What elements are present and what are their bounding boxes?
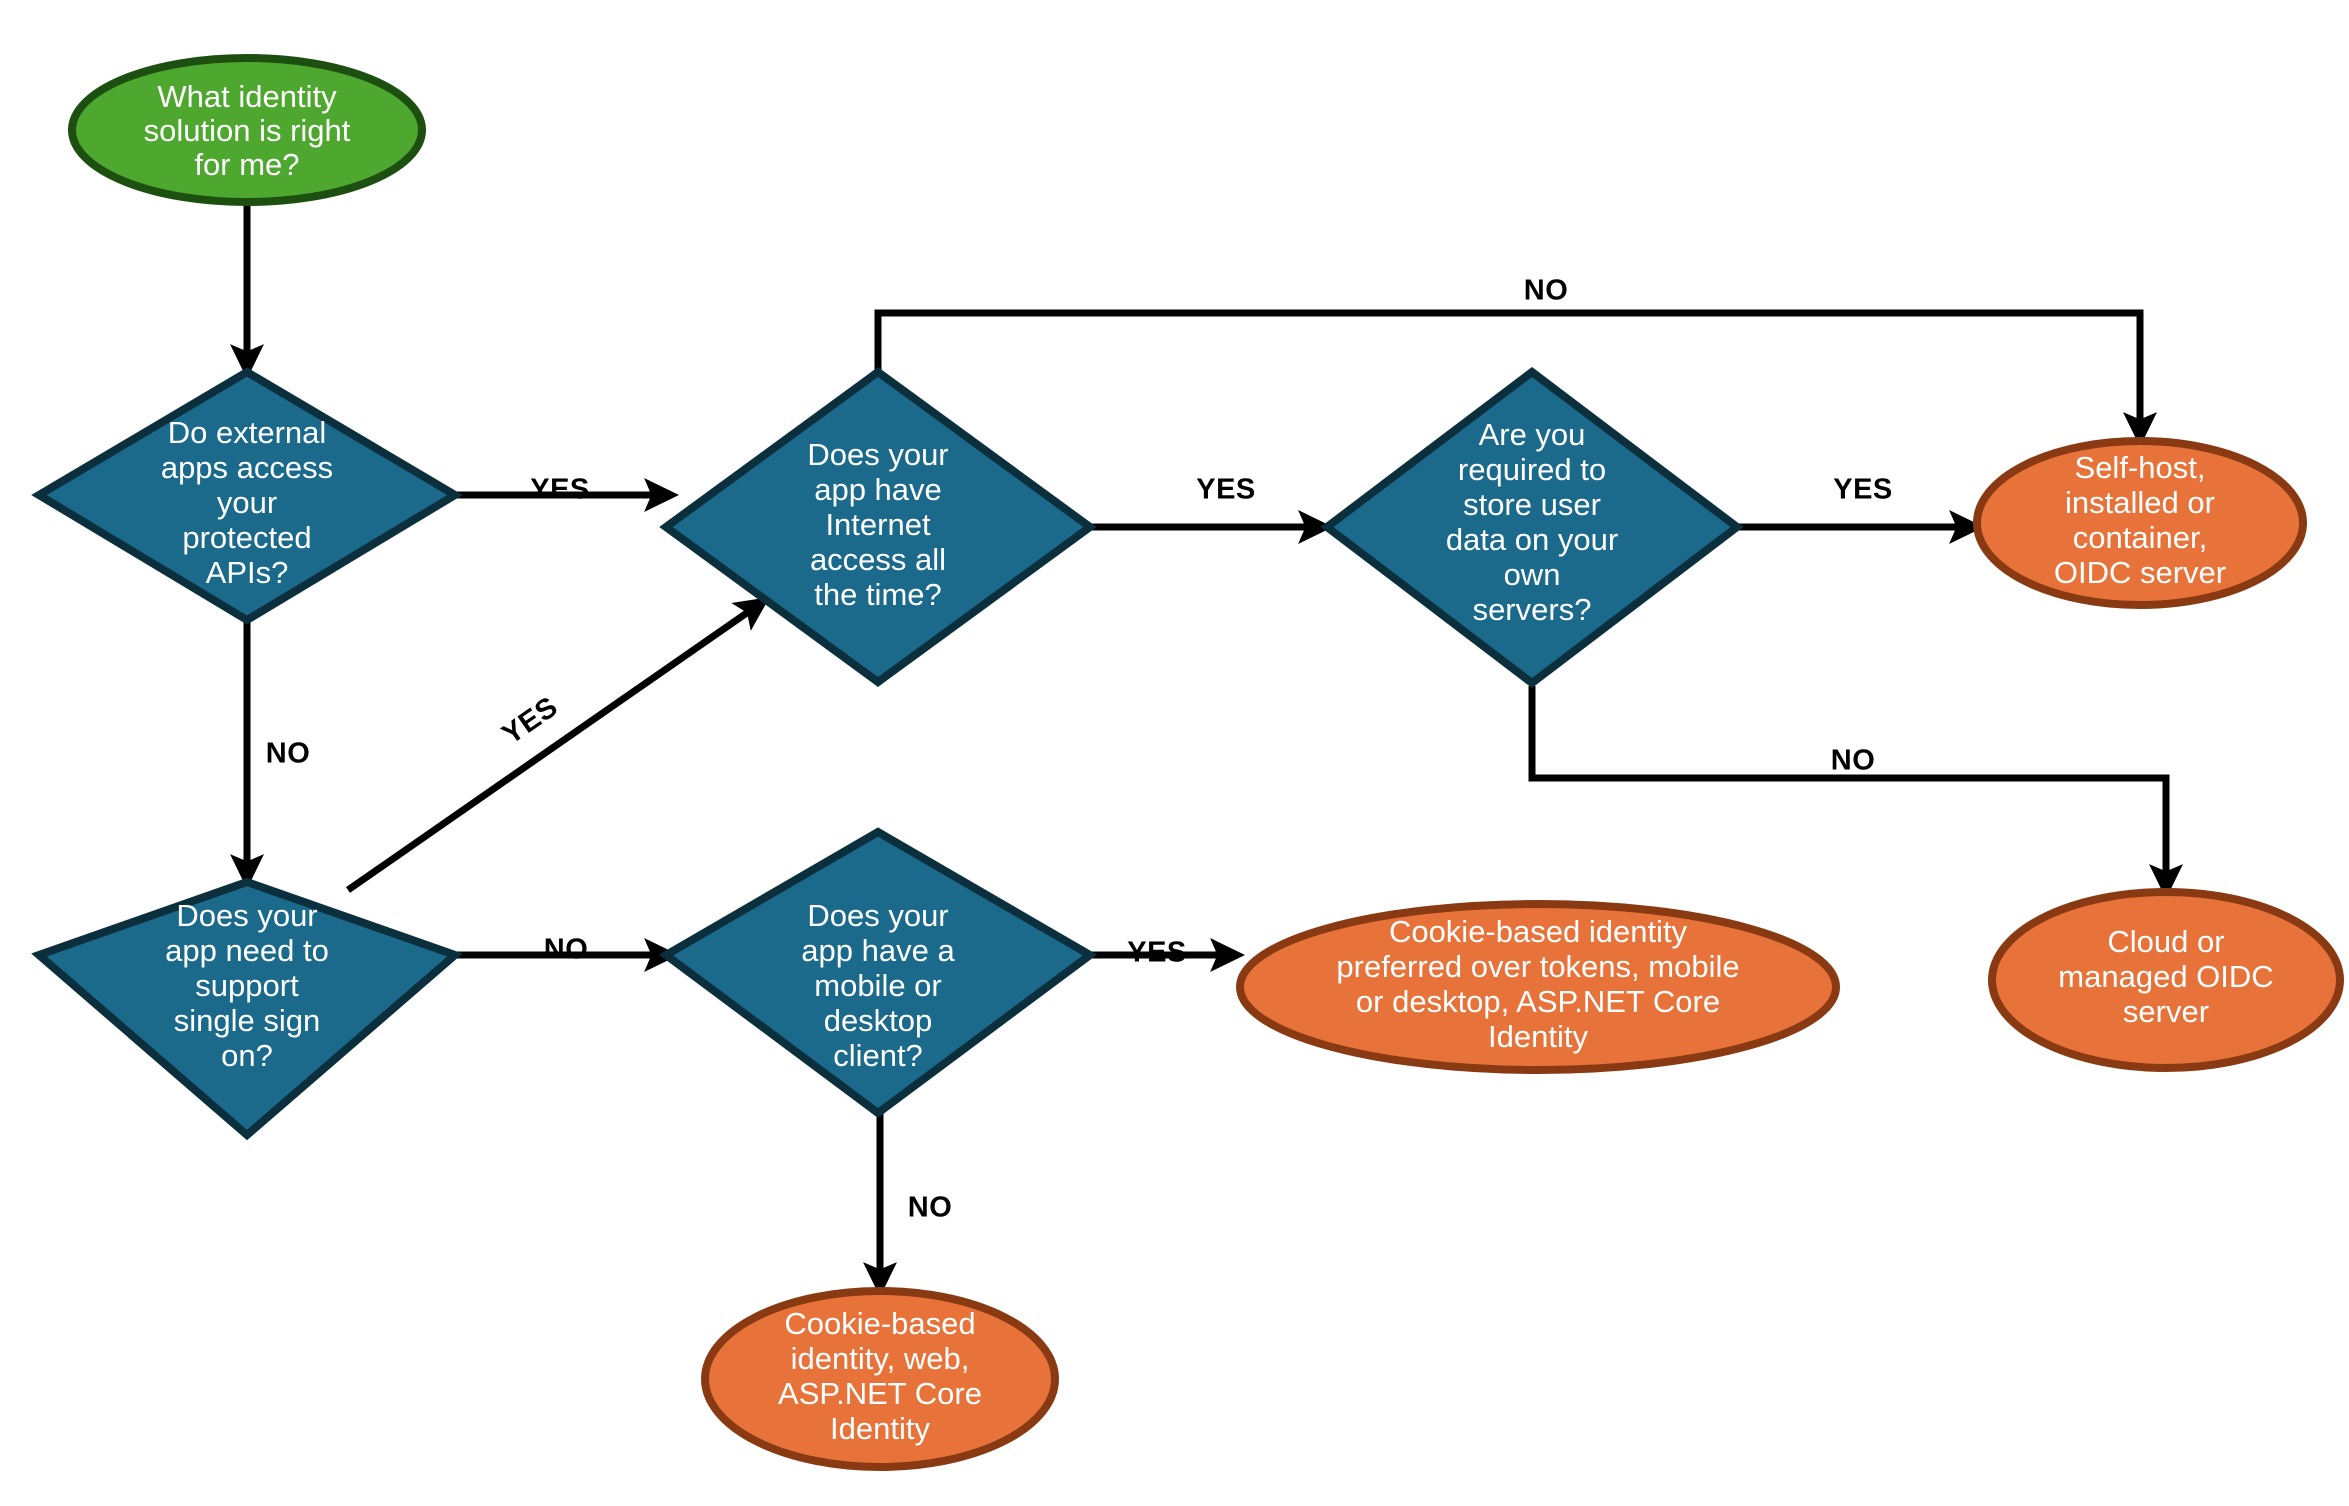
sso-label-line-4: single sign (174, 1003, 320, 1038)
internet-label-line-1: Does your (807, 437, 948, 472)
internet-diamond-shape[interactable] (659, 367, 1097, 687)
sso-diamond-shape[interactable] (31, 877, 463, 1141)
node-decision-sso[interactable]: Does your app need to support single sig… (31, 877, 463, 1141)
edge-label-external-apis-no: NO (266, 738, 311, 770)
edge-label-sso-yes: YES (497, 691, 564, 751)
cookie-mobile-label-line-2: preferred over tokens, mobile (1336, 949, 1739, 984)
external-apis-diamond-shape[interactable] (31, 367, 463, 625)
node-terminal-self-host[interactable]: Self-host, installed or container, OIDC … (1973, 437, 2307, 609)
cloud-label-line-1: Cloud or (2107, 924, 2224, 959)
cookie-web-label-line-2: identity, web, (791, 1341, 970, 1376)
internet-label-line-2: app have (814, 472, 942, 507)
cookie-mobile-label-line-1: Cookie-based identity (1389, 914, 1688, 949)
start-label-line-2: solution is right (144, 113, 351, 148)
external-apis-label-line-3: your (217, 485, 277, 520)
store-user-data-label-line-6: servers? (1473, 592, 1592, 627)
sso-label-line-1: Does your (176, 898, 317, 933)
store-user-data-label-line-3: store user (1463, 487, 1601, 522)
mobile-desktop-diamond-shape[interactable] (658, 827, 1098, 1118)
sso-label-line-5: on? (221, 1038, 273, 1073)
self-host-label-line-3: container, (2073, 520, 2207, 555)
external-apis-label-line-2: apps access (161, 450, 333, 485)
external-apis-label-line-5: APIs? (206, 555, 289, 590)
edge-sso-yes (346, 597, 770, 893)
cloud-label-line-3: server (2123, 994, 2209, 1029)
edge-store-data-no (1528, 686, 2183, 899)
node-start[interactable]: What identity solution is right for me? (68, 54, 426, 206)
internet-label-line-5: the time? (814, 577, 942, 612)
store-user-data-diamond-shape[interactable] (1320, 366, 1744, 689)
self-host-label-line-2: installed or (2065, 485, 2215, 520)
mobile-desktop-label-line-4: desktop (824, 1003, 933, 1038)
node-decision-external-apis[interactable]: Do external apps access your protected A… (31, 367, 463, 625)
node-terminal-cloud[interactable]: Cloud or managed OIDC server (1988, 888, 2344, 1072)
cookie-web-label-line-1: Cookie-based (784, 1306, 975, 1341)
start-ellipse-shape[interactable] (68, 54, 426, 206)
mobile-desktop-label-line-2: app have a (801, 933, 955, 968)
node-decision-store-user-data[interactable]: Are you required to store user data on y… (1320, 366, 1744, 689)
cookie-mobile-label-line-3: or desktop, ASP.NET Core (1356, 984, 1720, 1019)
cookie-mobile-label-line-4: Identity (1488, 1019, 1588, 1054)
edge-labels-layer: YES NO YES NO YES NO YES NO YES NO (266, 275, 1893, 1224)
nodes-layer: What identity solution is right for me? … (31, 54, 2344, 1471)
start-label-line-1: What identity (157, 79, 337, 114)
cookie-web-label-line-3: ASP.NET Core (778, 1376, 982, 1411)
sso-label-line-3: support (195, 968, 299, 1003)
cloud-ellipse-shape[interactable] (1988, 888, 2344, 1072)
self-host-ellipse-shape[interactable] (1973, 437, 2307, 609)
edges-layer (230, 200, 2183, 1297)
cookie-web-ellipse-shape[interactable] (701, 1287, 1059, 1471)
node-terminal-cookie-web[interactable]: Cookie-based identity, web, ASP.NET Core… (701, 1287, 1059, 1471)
mobile-desktop-label-line-5: client? (833, 1038, 923, 1073)
node-decision-internet[interactable]: Does your app have Internet access all t… (659, 367, 1097, 687)
cookie-mobile-ellipse-shape[interactable] (1236, 900, 1840, 1074)
internet-label-line-4: access all (810, 542, 946, 577)
node-decision-mobile-desktop[interactable]: Does your app have a mobile or desktop c… (658, 827, 1098, 1118)
node-terminal-cookie-mobile[interactable]: Cookie-based identity preferred over tok… (1236, 900, 1840, 1074)
cloud-label-line-2: managed OIDC (2058, 959, 2273, 994)
start-label-line-3: for me? (194, 147, 299, 182)
cookie-web-label-line-4: Identity (830, 1411, 930, 1446)
external-apis-label-line-4: protected (182, 520, 311, 555)
store-user-data-label-line-5: own (1504, 557, 1561, 592)
store-user-data-label-line-1: Are you (1479, 417, 1586, 452)
sso-label-line-2: app need to (165, 933, 329, 968)
edge-label-sso-no: NO (544, 934, 589, 966)
edge-label-external-apis-yes: YES (530, 474, 590, 506)
edge-label-internet-no: NO (1524, 275, 1569, 307)
mobile-desktop-label-line-3: mobile or (814, 968, 942, 1003)
external-apis-label-line-1: Do external (168, 415, 327, 450)
store-user-data-label-line-2: required to (1458, 452, 1606, 487)
edge-label-mobile-yes: YES (1127, 937, 1187, 969)
edge-label-store-data-yes: YES (1833, 474, 1893, 506)
edge-label-store-data-no: NO (1831, 745, 1876, 777)
mobile-desktop-label-line-1: Does your (807, 898, 948, 933)
edge-label-mobile-no: NO (908, 1192, 953, 1224)
internet-label-line-3: Internet (825, 507, 931, 542)
self-host-label-line-4: OIDC server (2054, 555, 2226, 590)
store-user-data-label-line-4: data on your (1446, 522, 1618, 557)
self-host-label-line-1: Self-host, (2075, 450, 2206, 485)
edge-internet-no (874, 309, 2157, 447)
edge-label-internet-yes: YES (1196, 474, 1256, 506)
